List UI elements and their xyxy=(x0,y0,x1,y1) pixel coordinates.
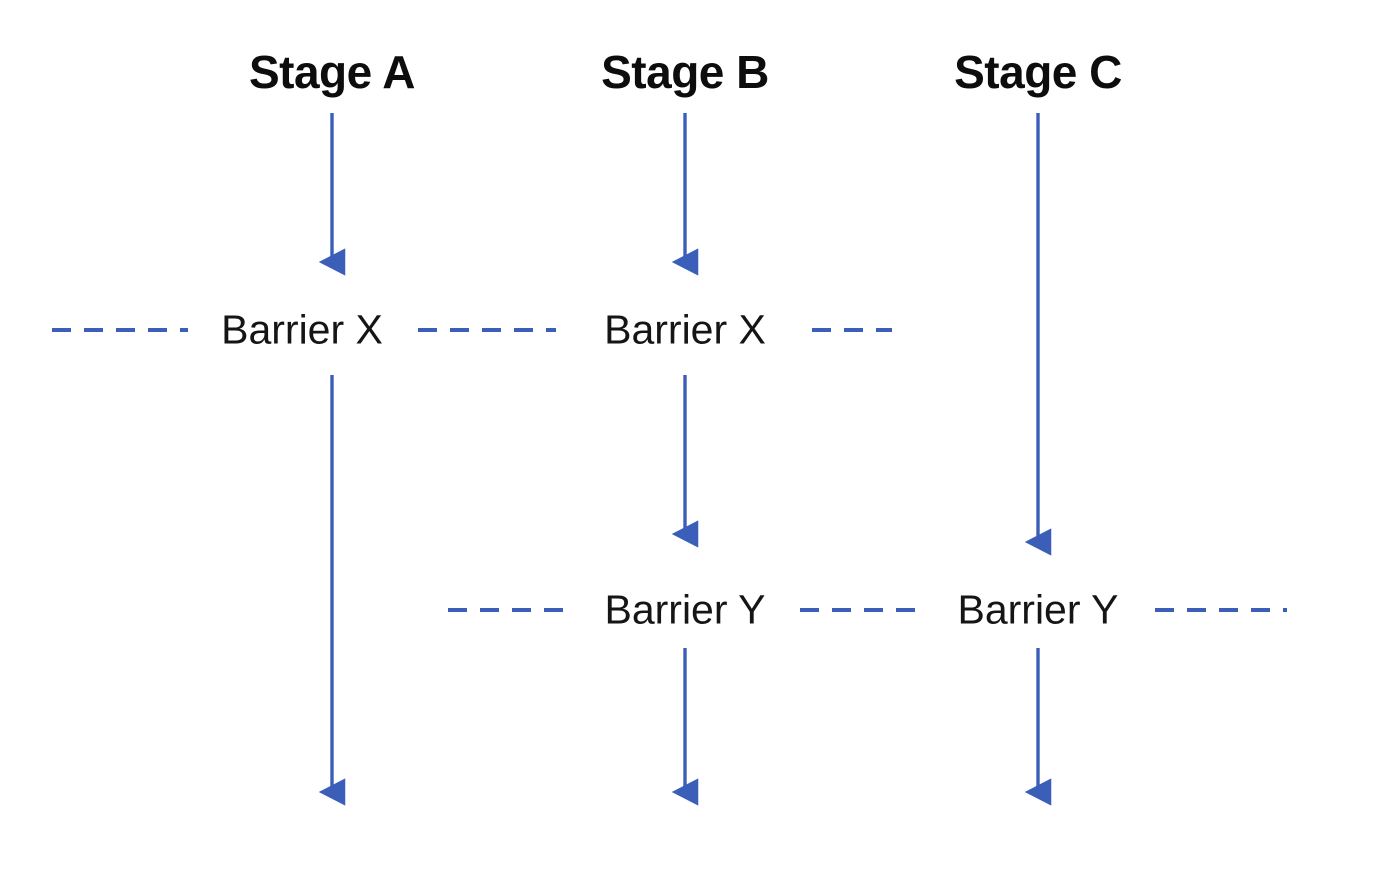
barrier-label-x-stage-a: Barrier X xyxy=(221,306,383,353)
barrier-label-y-stage-c: Barrier Y xyxy=(957,586,1119,633)
stage-label-c: Stage C xyxy=(954,46,1122,98)
stage-label-a: Stage A xyxy=(248,46,416,98)
dashed-connectors-group xyxy=(52,328,1287,612)
barrier-label-y-stage-b: Barrier Y xyxy=(604,586,766,633)
vertical-arrows-group xyxy=(318,113,1052,806)
stage-label-b: Stage B xyxy=(601,46,769,98)
barrier-label-x-stage-b: Barrier X xyxy=(604,306,766,353)
